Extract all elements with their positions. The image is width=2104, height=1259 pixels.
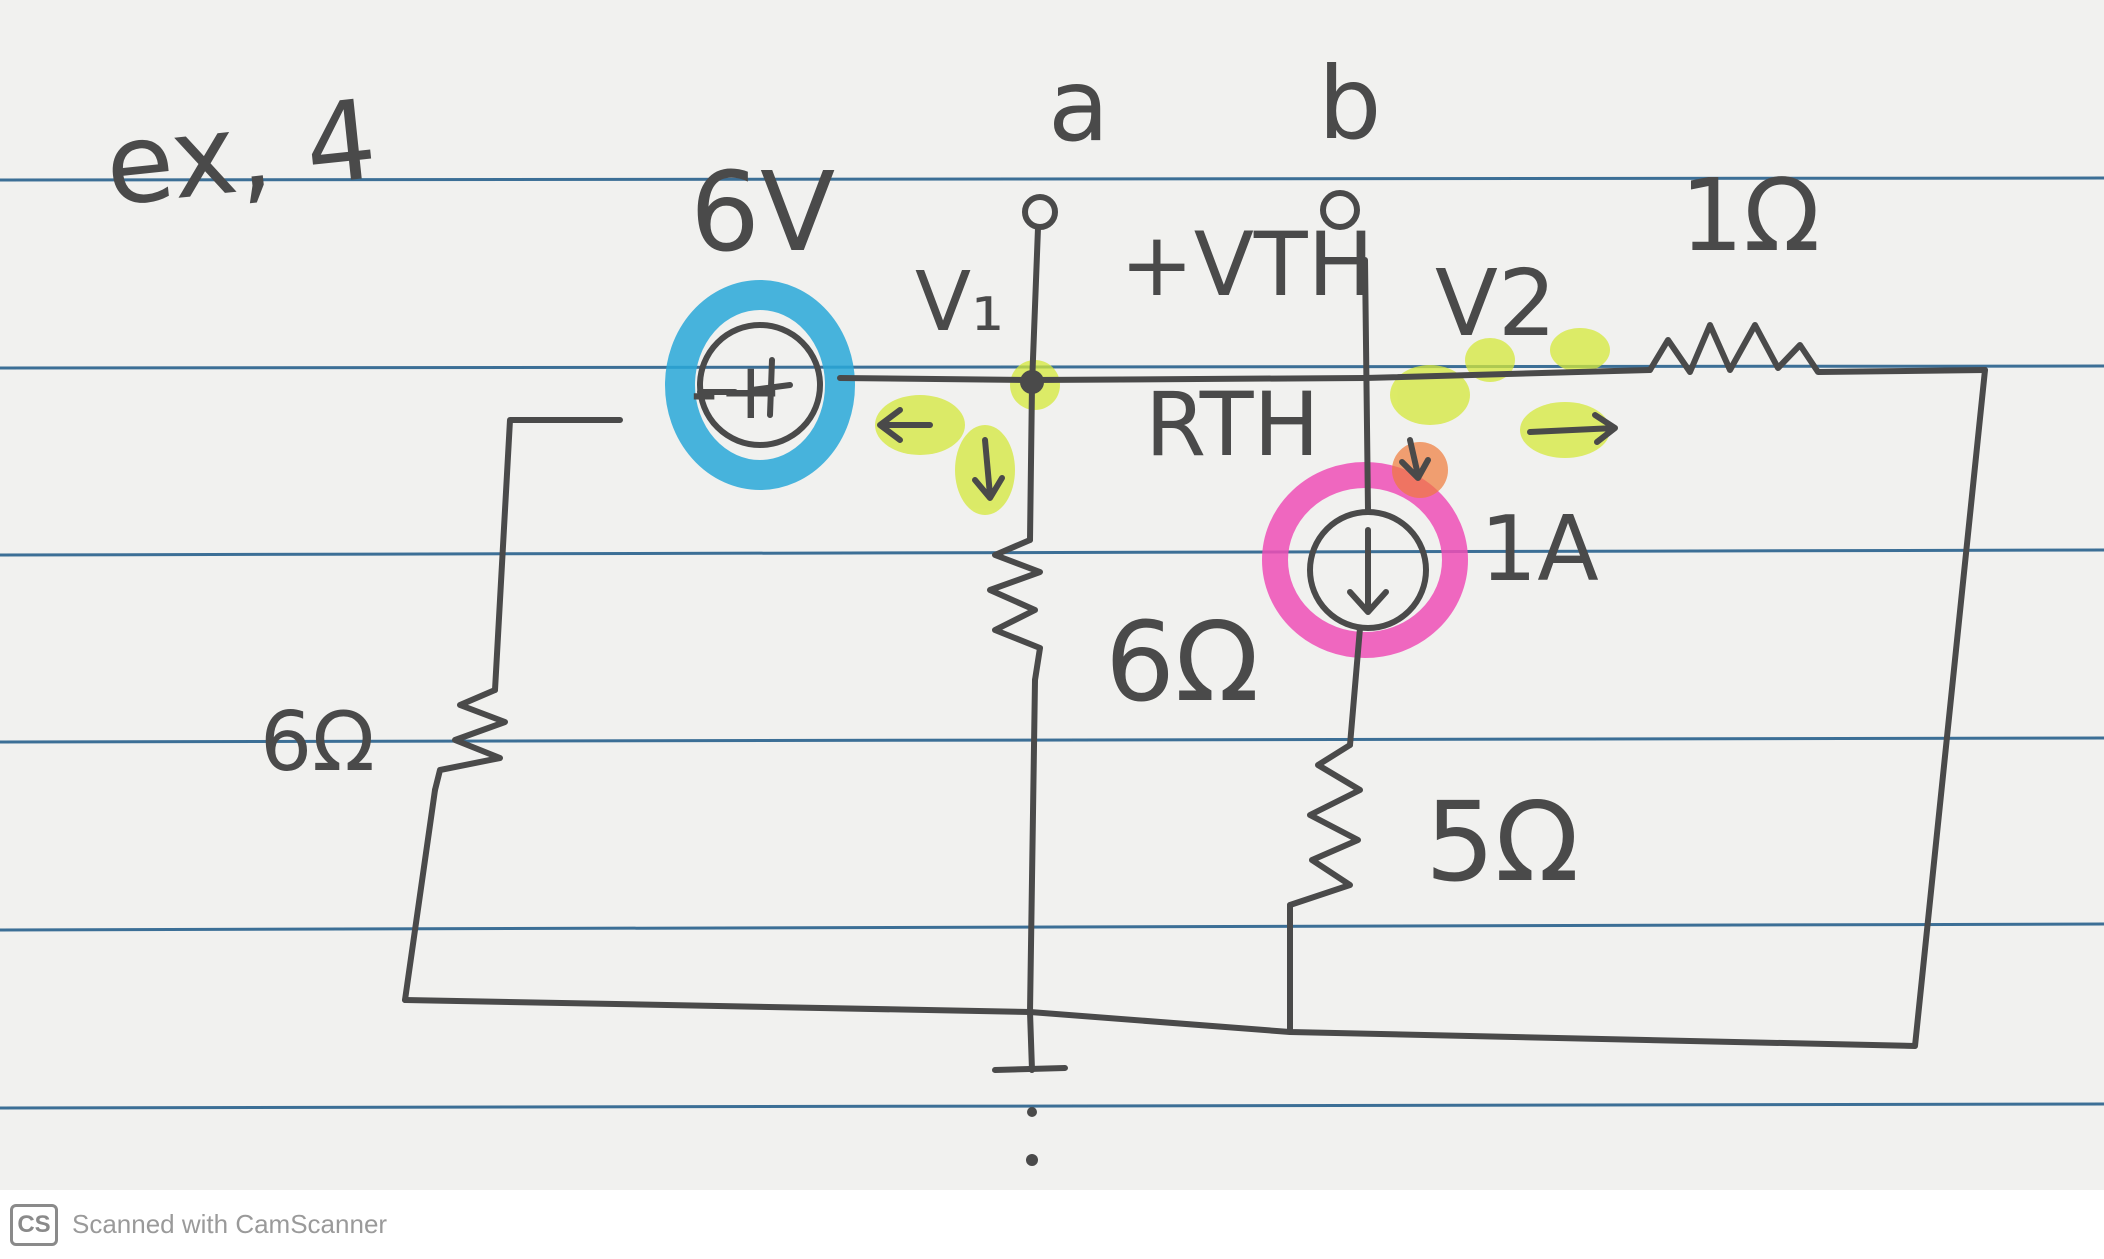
notebook-sheet: ex, 4 6V -+ a b V₁ +VTH V2 RTH 1Ω 6Ω 6Ω … — [0, 0, 2104, 1190]
paper-background — [0, 0, 2104, 1190]
arrow-down-right — [1399, 437, 1431, 481]
r-top-right-label: 1Ω — [1680, 157, 1820, 274]
voltage-source-highlight — [665, 280, 855, 490]
camscanner-logo: CS — [10, 1203, 58, 1246]
bottom-resistor — [1287, 742, 1363, 908]
current-source-label: 1A — [1480, 497, 1599, 602]
current-arrow — [1347, 527, 1389, 615]
left-resistor — [432, 687, 508, 793]
top-wire — [837, 367, 1653, 383]
rth-label: RTH — [1145, 373, 1320, 476]
node-b-wire — [1362, 257, 1371, 513]
arrow-down — [972, 437, 1005, 501]
terminal-b — [1320, 190, 1360, 230]
scanner-watermark-text: Scanned with CamScanner — [72, 1209, 388, 1239]
source-polarity-label: -+ — [690, 347, 784, 437]
r-middle-label: 6Ω — [1105, 598, 1259, 726]
vth-label: +VTH — [1120, 213, 1374, 316]
node-a-label: a — [1048, 47, 1109, 164]
node-b-label: b — [1318, 45, 1381, 162]
left-wire — [492, 417, 623, 693]
plus-sign — [749, 357, 793, 418]
voltage-source — [697, 322, 823, 448]
ground-symbol — [992, 1065, 1068, 1073]
r-left-label: 6Ω — [260, 695, 375, 790]
middle-resistor — [987, 537, 1043, 683]
middle-lower-wire — [1027, 677, 1038, 1073]
node-v1-dot — [1020, 370, 1044, 394]
arrow-right — [1527, 412, 1618, 445]
r-bottom-label: 5Ω — [1425, 778, 1579, 906]
right-lower-wire — [1347, 625, 1363, 748]
current-source — [1307, 509, 1429, 631]
source-voltage-label: 6V — [690, 148, 835, 276]
arrow-left — [877, 407, 933, 443]
node-v2-label: V2 — [1435, 250, 1556, 357]
circuit — [402, 190, 1988, 1166]
labels: ex, 4 6V -+ a b V₁ +VTH V2 RTH 1Ω 6Ω 6Ω … — [99, 45, 1820, 906]
left-lower-wire — [402, 787, 438, 1003]
scanner-footer: CS Scanned with CamScanner — [0, 1190, 2104, 1259]
top-resistor — [1647, 322, 1988, 375]
node-v1-label: V₁ — [915, 255, 1004, 350]
problem-title: ex, 4 — [99, 75, 382, 231]
